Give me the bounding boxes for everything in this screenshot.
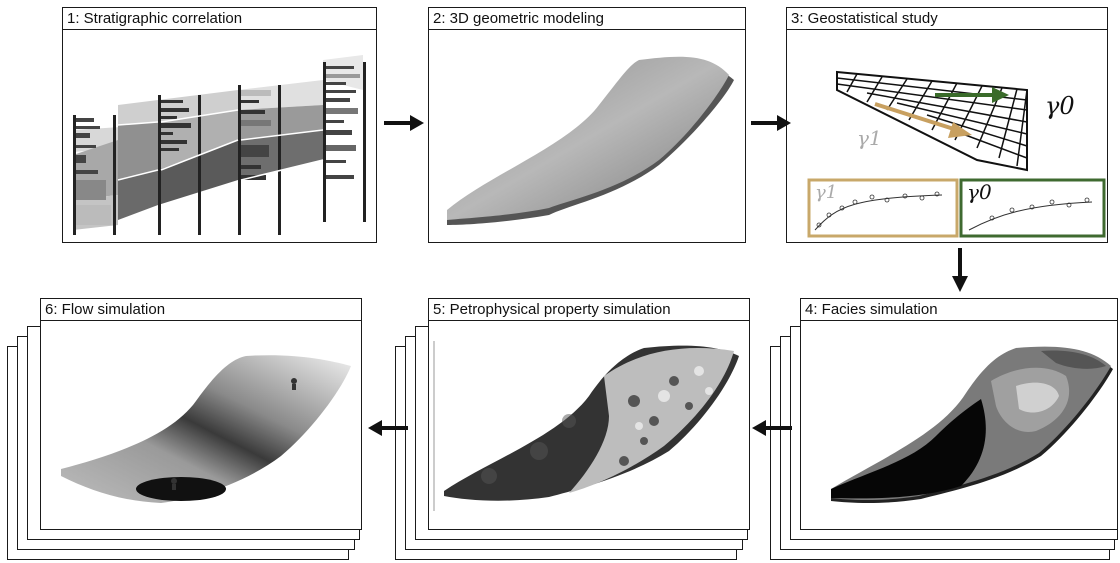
grid-anisotropy-figure bbox=[807, 70, 1106, 238]
panel-3d-geometric-modeling: 2: 3D geometric modeling bbox=[428, 7, 746, 243]
panel-stratigraphic-correlation: 1: Stratigraphic correlation bbox=[62, 7, 377, 243]
well-correlation-figure bbox=[73, 55, 366, 235]
panel-title: 5: Petrophysical property simulation bbox=[429, 299, 749, 321]
arrow-right-2 bbox=[751, 115, 791, 131]
surface-model bbox=[447, 56, 734, 226]
panel-title: 3: Geostatistical study bbox=[787, 8, 1107, 30]
panel-title: 1: Stratigraphic correlation bbox=[63, 8, 376, 30]
gamma0-label: γ0 bbox=[1045, 92, 1075, 120]
arrow-left-1 bbox=[752, 420, 792, 436]
panel-title: 6: Flow simulation bbox=[41, 299, 361, 321]
petrophysical-surface bbox=[433, 341, 739, 511]
panel-title: 4: Facies simulation bbox=[801, 299, 1117, 321]
facies-surface bbox=[831, 346, 1113, 503]
gamma1-box-label: γ1 bbox=[815, 182, 838, 203]
panel-geostatistical-study: 3: Geostatistical study bbox=[786, 7, 1108, 243]
panel-title: 2: 3D geometric modeling bbox=[429, 8, 745, 30]
well-marker-icon bbox=[171, 378, 297, 490]
gamma0-box-label: γ0 bbox=[967, 180, 992, 204]
gamma1-label: γ1 bbox=[857, 126, 882, 150]
panel-flow-simulation: 6: Flow simulation bbox=[40, 298, 362, 530]
panel-petrophysical-simulation: 5: Petrophysical property simulation bbox=[428, 298, 750, 530]
arrow-down bbox=[952, 248, 968, 292]
panel-facies-simulation: 4: Facies simulation bbox=[800, 298, 1118, 530]
arrow-right-1 bbox=[384, 115, 424, 131]
flow-surface bbox=[61, 355, 351, 503]
arrow-left-2 bbox=[368, 420, 408, 436]
